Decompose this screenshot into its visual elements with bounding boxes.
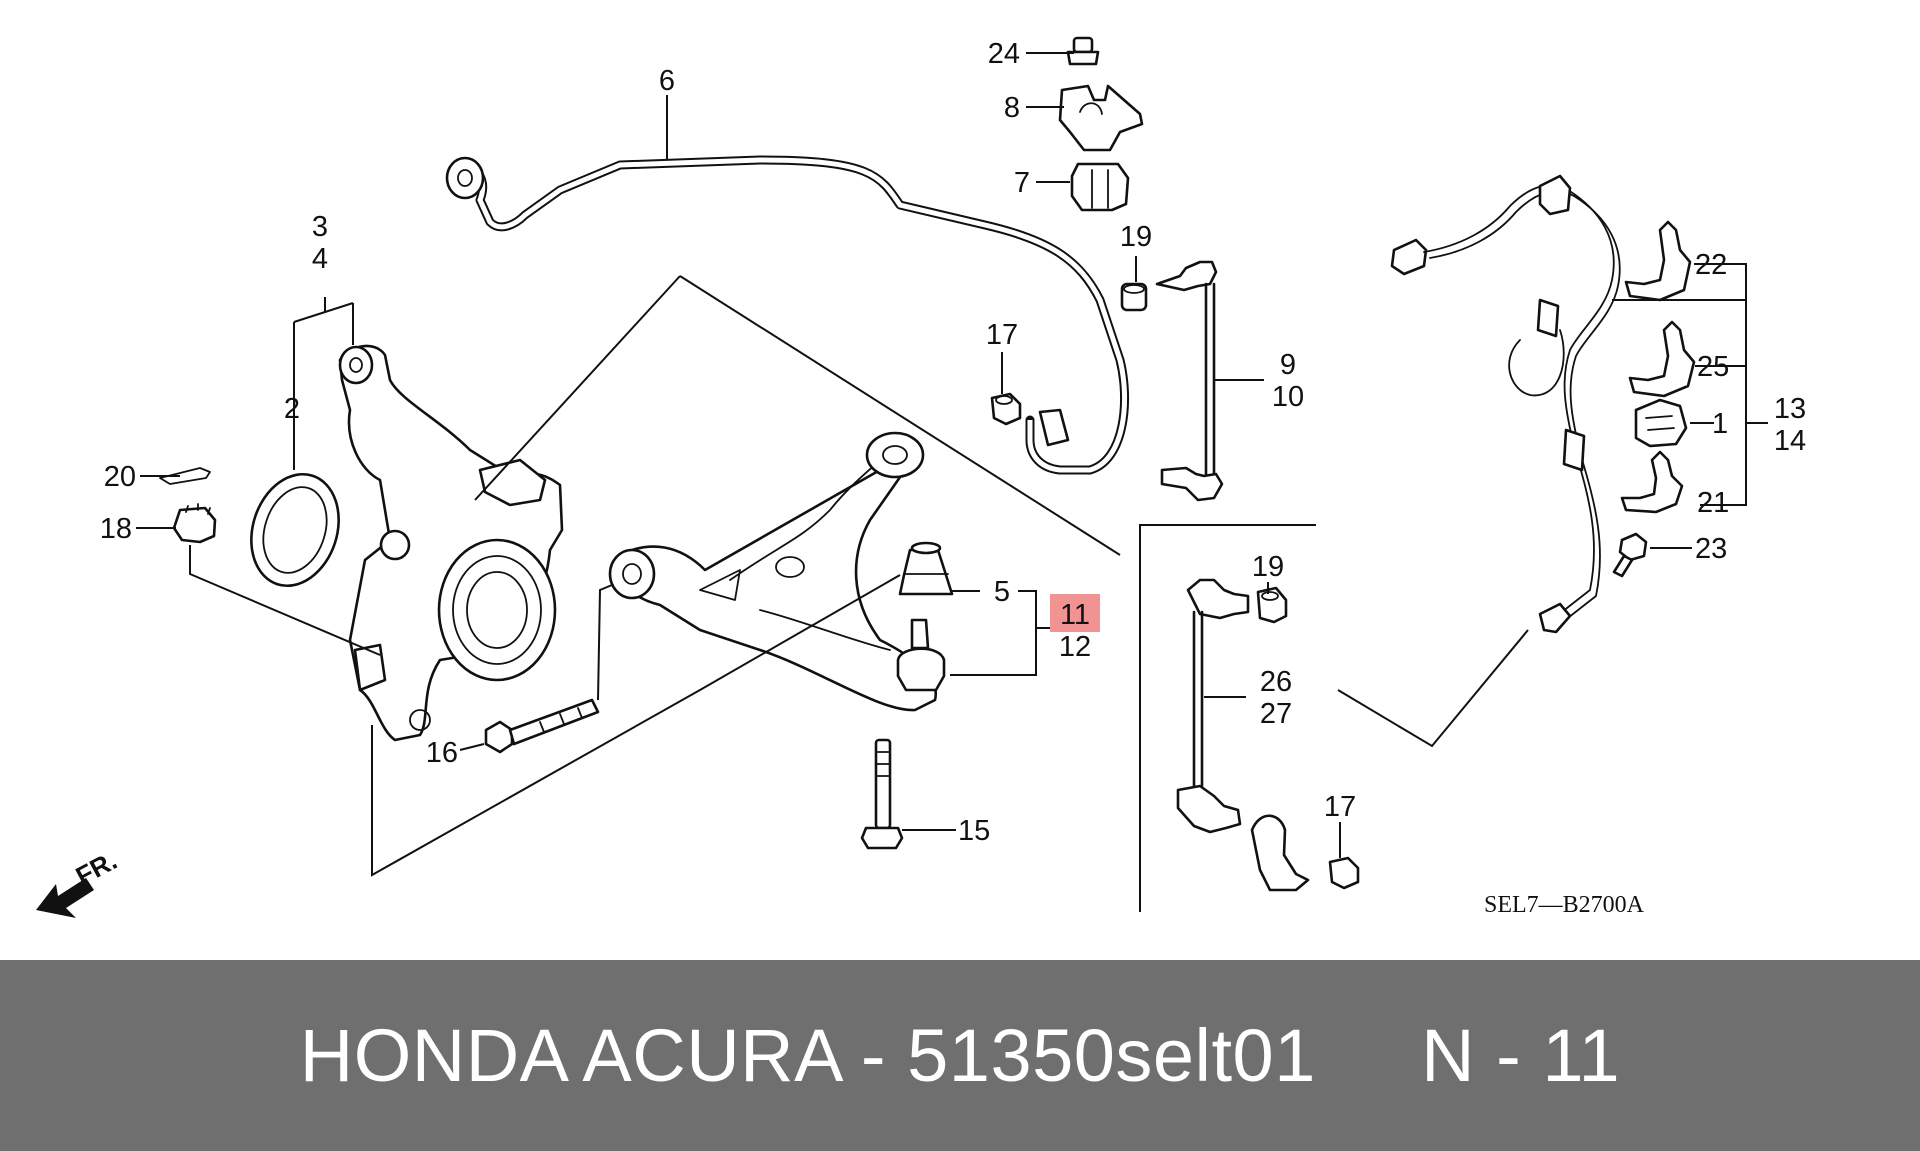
callout-4[interactable]: 4	[312, 243, 328, 275]
parts-diagram: FR. 6 24 8 7 19 17 9 10 3 4 2 20 18 5 11…	[36, 36, 1807, 918]
clip-1	[1634, 398, 1688, 448]
steering-knuckle	[338, 344, 564, 742]
callout-7[interactable]: 7	[1014, 167, 1030, 199]
stabilizer-bar	[445, 155, 1129, 475]
callout-26[interactable]: 26	[1260, 666, 1292, 698]
stabilizer-holder-group	[1058, 36, 1144, 212]
callout-3[interactable]: 3	[312, 211, 328, 243]
callout-14[interactable]: 14	[1774, 425, 1806, 457]
callout-25[interactable]: 25	[1697, 351, 1729, 383]
clip-22	[1624, 220, 1692, 302]
callout-19-lower[interactable]: 19	[1252, 551, 1284, 583]
callout-16[interactable]: 16	[426, 737, 458, 769]
callout-5[interactable]: 5	[994, 576, 1010, 608]
callout-10[interactable]: 10	[1272, 381, 1304, 413]
castle-nut-18	[172, 503, 217, 544]
callout-17-lower[interactable]: 17	[1324, 791, 1356, 823]
callout-11[interactable]: 11	[1060, 599, 1090, 631]
callout-27[interactable]: 27	[1260, 698, 1292, 730]
bolt-23	[1612, 532, 1648, 578]
clip-25	[1628, 320, 1696, 398]
highlight-box	[1050, 594, 1100, 632]
nut-17-upper	[990, 392, 1022, 426]
callout-15[interactable]: 15	[958, 815, 990, 847]
callout-23[interactable]: 23	[1695, 533, 1727, 565]
callout-20[interactable]: 20	[104, 461, 136, 493]
leader-lines	[136, 52, 1768, 912]
bolt-16	[484, 698, 600, 754]
callout-17-upper[interactable]: 17	[986, 319, 1018, 351]
stabilizer-link-lower	[1176, 578, 1360, 892]
callout-6[interactable]: 6	[659, 65, 675, 97]
ball-joint-boot	[898, 541, 954, 596]
callout-21[interactable]: 21	[1697, 487, 1729, 519]
lower-arm	[608, 431, 938, 712]
dust-seal	[250, 472, 340, 588]
callout-1[interactable]: 1	[1712, 408, 1728, 440]
callout-18[interactable]: 18	[100, 513, 132, 545]
callout-24[interactable]: 24	[988, 38, 1020, 70]
callout-19-upper[interactable]: 19	[1120, 221, 1152, 253]
callout-22[interactable]: 22	[1695, 249, 1727, 281]
stabilizer-link-upper	[1120, 260, 1224, 502]
callout-12[interactable]: 12	[1059, 631, 1091, 663]
callout-8[interactable]: 8	[1004, 92, 1020, 124]
callout-13[interactable]: 13	[1774, 393, 1806, 425]
wheel-speed-sensor-harness	[1390, 174, 1621, 634]
ball-joint	[896, 618, 946, 692]
diagram-code: SEL7—B2700A	[1484, 892, 1645, 918]
callout-2[interactable]: 2	[284, 393, 300, 425]
clip-21	[1620, 450, 1684, 514]
bolt-15	[860, 738, 904, 850]
front-direction-arrow-icon: FR.	[36, 845, 122, 918]
callout-9[interactable]: 9	[1280, 349, 1296, 381]
cotter-pin	[159, 467, 211, 485]
footer-bar: HONDA ACURA - 51350selt01 N - 11	[0, 960, 1920, 1151]
part-number-caption: HONDA ACURA - 51350selt01 N - 11	[299, 1014, 1621, 1097]
